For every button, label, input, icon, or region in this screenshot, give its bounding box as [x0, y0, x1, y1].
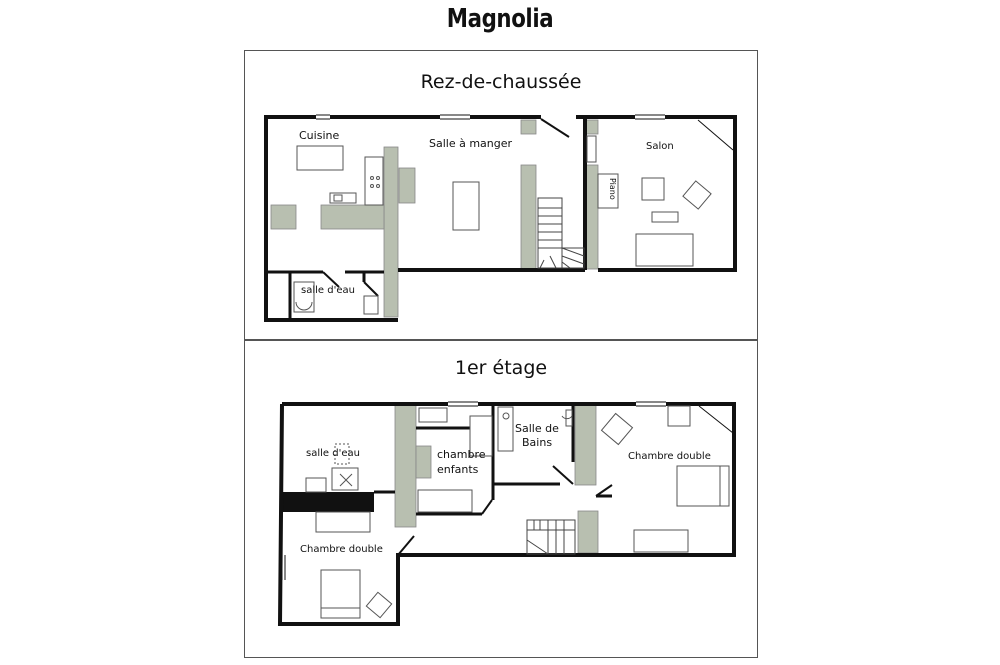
first-floor-title: 1er étage	[454, 357, 548, 379]
bed	[417, 489, 473, 513]
door	[552, 465, 574, 485]
sofa	[635, 233, 694, 267]
basin	[295, 301, 313, 311]
door	[540, 118, 570, 138]
room-label-dining: Salle à manger	[429, 137, 513, 150]
cabinet	[418, 407, 448, 423]
partition-wall	[415, 445, 432, 479]
plan-title: Magnolia	[446, 4, 554, 34]
piano-label: Piano	[608, 178, 617, 200]
shower-drain	[339, 473, 353, 487]
shower	[334, 443, 350, 465]
window	[316, 114, 330, 120]
burner	[376, 184, 380, 188]
outer-wall	[598, 115, 737, 272]
basin-counter	[293, 281, 315, 313]
burner	[376, 176, 380, 180]
door	[595, 484, 613, 497]
partition-wall	[383, 146, 399, 318]
dresser	[633, 529, 689, 553]
counter-slab	[282, 492, 374, 512]
bathtub-drain	[502, 412, 510, 420]
room-label-kitchen: Cuisine	[299, 129, 339, 142]
first-floor-plan: salle d'eau chambre enfants Salle de Bai…	[277, 401, 736, 626]
dining-table	[452, 181, 480, 231]
partition-wall	[520, 164, 537, 270]
room-label-living: Salon	[646, 141, 674, 152]
room-label-double-right: Chambre double	[628, 451, 711, 462]
partition-wall	[520, 119, 537, 135]
kitchen-counter	[320, 204, 385, 230]
partition-wall	[574, 404, 597, 486]
kitchen-island	[296, 145, 344, 171]
sink	[565, 409, 573, 427]
outer-wall	[264, 115, 398, 322]
door	[322, 271, 340, 288]
cabinet	[586, 135, 597, 163]
toilet	[363, 295, 379, 315]
burner	[370, 176, 374, 180]
room-label-kids-2: enfants	[437, 463, 479, 476]
window	[281, 555, 286, 580]
coffee-table	[651, 211, 679, 223]
piano	[597, 173, 619, 209]
room-label-shower-room: salle d'eau	[301, 285, 355, 296]
window	[635, 114, 665, 120]
door	[697, 119, 734, 151]
wardrobe	[469, 415, 493, 457]
door	[481, 499, 493, 515]
room-label-bath-1: Salle de	[515, 422, 559, 435]
burner	[370, 184, 374, 188]
bathtub	[497, 406, 514, 452]
room-label-shower-room-1st: salle d'eau	[306, 448, 360, 459]
room-label-kids-1: chambre	[437, 448, 486, 461]
room-label-double-left: Chambre double	[300, 544, 383, 555]
sink	[329, 192, 357, 204]
armchair	[365, 591, 393, 619]
outer-wall	[277, 402, 736, 626]
window	[440, 114, 470, 120]
door	[397, 535, 415, 556]
armchair	[641, 177, 665, 201]
window	[448, 401, 478, 407]
door	[363, 281, 379, 297]
stove	[364, 156, 384, 206]
door	[698, 405, 734, 434]
ground-floor-plan: Cuisine Salle à manger Salon salle d'eau…	[264, 114, 737, 322]
sink-basin	[561, 415, 573, 420]
first-floor-panel: 1er étage	[244, 340, 758, 658]
double-bed	[320, 569, 361, 619]
dresser	[315, 511, 371, 533]
double-bed	[676, 465, 730, 507]
partition-wall	[398, 167, 416, 204]
cabinet	[331, 467, 359, 491]
staircase	[537, 197, 585, 269]
cabinet	[667, 405, 691, 427]
partition-wall	[577, 510, 599, 554]
armchair	[682, 180, 712, 210]
partition-wall	[394, 404, 417, 528]
ground-floor-title: Rez-de-chaussée	[420, 71, 582, 93]
sink-basin	[333, 194, 343, 202]
armchair	[600, 412, 634, 446]
window	[636, 401, 666, 407]
basin	[305, 477, 327, 493]
room-label-bath-2: Bains	[522, 436, 552, 449]
staircase	[526, 519, 576, 555]
partition-wall	[270, 204, 297, 230]
